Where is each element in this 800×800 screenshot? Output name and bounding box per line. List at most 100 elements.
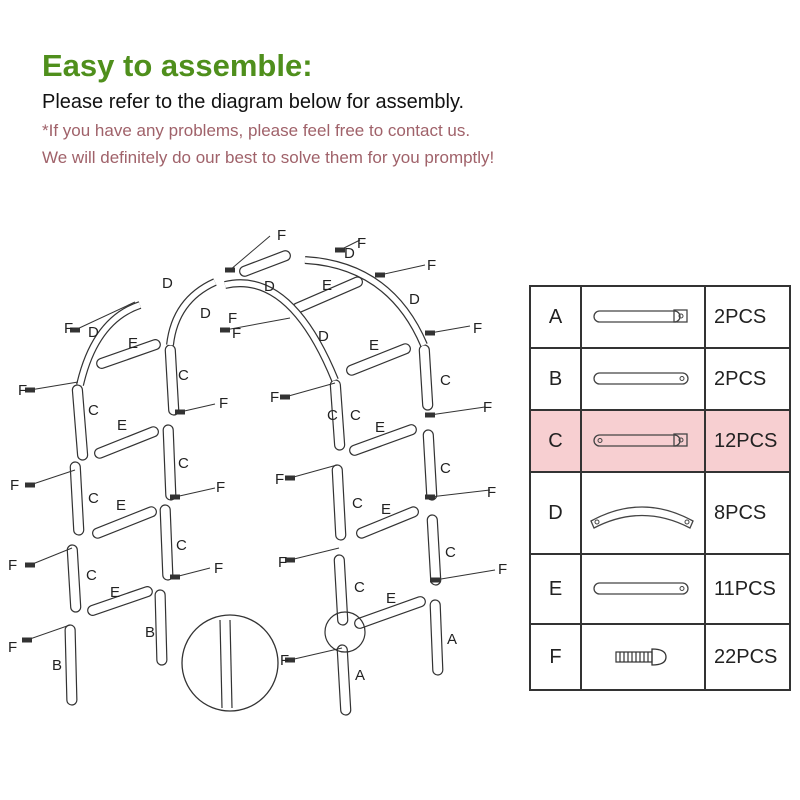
diagram-label-f: F (219, 395, 228, 412)
screw-mark (285, 657, 295, 663)
right-post-inner-1 (422, 429, 438, 501)
diagram-label-d: D (344, 245, 355, 262)
detail-post (219, 619, 223, 709)
arch-left-outer (77, 302, 141, 386)
crossbar-1 (94, 426, 159, 459)
screw-mark (425, 412, 435, 418)
parts-row-c: C 12PCS (531, 411, 789, 473)
diagram-label-f: F (427, 257, 436, 274)
screw-icon (580, 625, 706, 689)
diagram-label-f: F (357, 235, 366, 252)
diagram-label-d: D (409, 291, 420, 308)
right-post-inner-0 (418, 344, 434, 411)
part-letter: B (531, 349, 582, 409)
crossbar-3 (87, 586, 153, 616)
guide-line (289, 647, 343, 661)
part-d-icon (580, 473, 706, 553)
guide-line (29, 381, 79, 391)
part-letter: E (531, 555, 582, 623)
screw-mark (25, 482, 35, 488)
diagram-label-f: F (8, 557, 17, 574)
arch-right-outer (224, 280, 338, 382)
diagram-label-c: C (178, 367, 189, 384)
screw-mark (285, 475, 295, 481)
left-post-outer-0 (71, 384, 89, 461)
part-qty: 2PCS (714, 367, 767, 390)
screw-mark (280, 394, 290, 400)
diagram-label-b: B (145, 624, 155, 641)
diagram-label-e: E (375, 419, 385, 436)
guide-line (29, 547, 73, 566)
part-c-icon (580, 411, 706, 471)
diagram-label-e: E (381, 501, 391, 518)
diagram-label-c: C (86, 567, 97, 584)
contact-note-line-2: We will definitely do our best to solve … (42, 148, 495, 167)
screw-mark (25, 562, 35, 568)
diagram-label-c: C (440, 460, 451, 477)
part-qty: 22PCS (714, 645, 778, 668)
part-e-icon (580, 555, 706, 623)
diagram-label-d: D (318, 328, 329, 345)
crossbar-9 (354, 596, 426, 629)
guide-line (289, 464, 338, 479)
parts-row-a: A 2PCS (531, 287, 789, 349)
diagram-label-f: F (214, 560, 223, 577)
diagram-label-c: C (445, 544, 456, 561)
right-post-outer-2 (333, 554, 349, 626)
page-subtitle: Please refer to the diagram below for as… (42, 91, 465, 113)
diagram-label-f: F (487, 484, 496, 501)
screw-mark (170, 574, 180, 580)
screw-mark (175, 409, 185, 415)
arch-right-inner (304, 257, 427, 347)
diagram-label-b: B (52, 657, 62, 674)
screw-mark (25, 387, 35, 393)
guide-line (434, 569, 496, 581)
diagram-label-f: F (270, 389, 279, 406)
guide-line (429, 325, 471, 334)
right-post-outer-3 (336, 644, 352, 716)
screw-mark (375, 272, 385, 278)
diagram-label-c: C (176, 537, 187, 554)
diagram-label-f: F (278, 554, 287, 571)
crossbar-6 (346, 343, 411, 376)
guide-line (284, 382, 336, 398)
diagram-label-e: E (116, 497, 126, 514)
right-post-inner-3 (429, 599, 444, 676)
part-letter: C (531, 411, 582, 471)
diagram-label-a: A (447, 631, 457, 648)
diagram-label-f: F (473, 320, 482, 337)
crossbar-2 (92, 506, 157, 539)
diagram-label-c: C (354, 579, 365, 596)
diagram-label-f: F (277, 227, 286, 244)
screw-mark (285, 557, 295, 563)
right-post-outer-1 (331, 464, 347, 541)
guide-line (379, 264, 426, 276)
diagram-label-f: F (228, 310, 237, 327)
crossbar-0 (96, 339, 161, 369)
guide-line (229, 235, 271, 271)
part-qty: 11PCS (714, 577, 776, 600)
crossbar-8 (356, 506, 419, 539)
left-post-outer-3 (64, 624, 78, 706)
diagram-label-f: F (18, 382, 27, 399)
diagram-label-c: C (352, 495, 363, 512)
diagram-label-a: A (355, 667, 365, 684)
part-letter: D (531, 473, 582, 553)
screw-mark (225, 267, 235, 273)
part-qty: 12PCS (714, 429, 778, 452)
crossbar-7 (349, 424, 417, 456)
left-post-outer-1 (69, 461, 85, 536)
parts-row-e: E 11PCS (531, 555, 789, 625)
diagram-label-d: D (88, 324, 99, 341)
guide-line (224, 317, 291, 331)
guide-line (74, 301, 136, 331)
diagram-label-f: F (8, 639, 17, 656)
parts-table: A 2PCS B 2PCS C 12PCS D 8PCS E 11PCS F (529, 285, 791, 691)
left-post-outer-2 (66, 544, 82, 613)
diagram-label-f: F (216, 479, 225, 496)
detail-circle-large (181, 614, 279, 712)
screw-mark (335, 247, 345, 253)
parts-row-d: D 8PCS (531, 473, 789, 555)
part-b-icon (580, 349, 706, 409)
